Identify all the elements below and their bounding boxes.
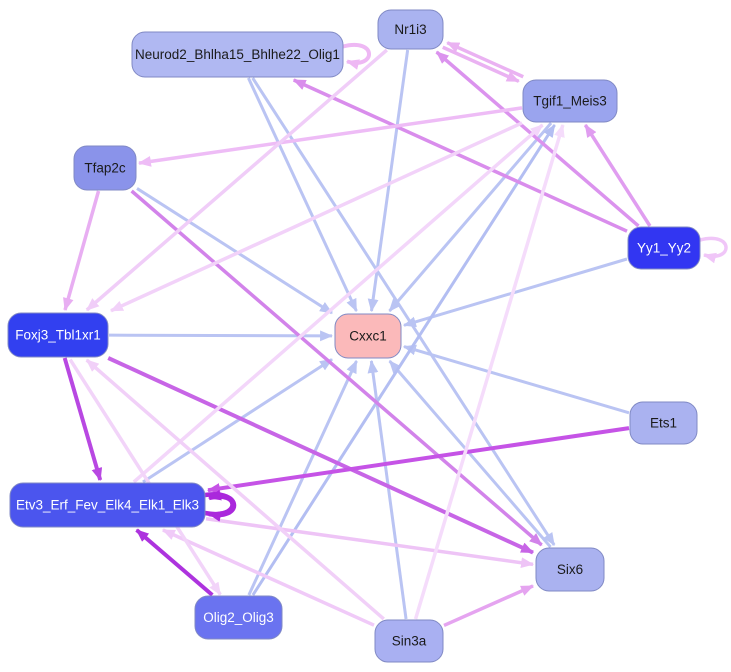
node-etv3[interactable]: Etv3_Erf_Fev_Elk4_Elk1_Elk3 [9,482,206,528]
edge-sin3a-to-six6 [443,584,534,628]
node-ets1[interactable]: Ets1 [629,401,698,445]
node-yy1[interactable]: Yy1_Yy2 [627,226,701,270]
edge-yy1-to-neurod2 [292,78,628,233]
node-olig2[interactable]: Olig2_Olig3 [194,595,283,640]
self-loop-etv3 [204,492,237,522]
edge-sin3a-to-foxj3 [85,358,385,621]
edge-six6-to-cxxc1 [388,360,552,548]
node-box-sin3a[interactable] [374,619,444,663]
edge-foxj3-to-olig2 [68,358,222,596]
node-label-yy1: Yy1_Yy2 [637,241,691,256]
node-label-etv3: Etv3_Erf_Fev_Elk4_Elk1_Elk3 [16,498,199,513]
edge-foxj3-to-six6 [107,356,534,555]
edge-etv3-to-tgif1 [132,123,544,484]
edge-sin3a-to-tgif1 [413,123,565,620]
edge-nr1i3-to-foxj3 [85,48,388,312]
node-six6[interactable]: Six6 [535,547,605,592]
node-box-six6[interactable] [535,547,605,592]
node-tfap2c[interactable]: Tfap2c [73,145,137,191]
edge-layer [62,41,728,628]
node-label-olig2: Olig2_Olig3 [203,610,274,625]
node-layer: Nr1i3Neurod2_Bhlha15_Bhlhe22_Olig1Tgif1_… [7,9,701,663]
node-label-ets1: Ets1 [650,416,677,431]
node-label-tgif1: Tgif1_Meis3 [533,94,607,109]
node-neurod2[interactable]: Neurod2_Bhlha15_Bhlhe22_Olig1 [131,31,344,78]
node-box-nr1i3[interactable] [377,9,444,50]
node-label-six6: Six6 [557,562,583,577]
node-box-tfap2c[interactable] [73,145,137,191]
edge-tgif1-to-tfap2c [137,106,523,167]
edge-foxj3-to-cxxc1 [108,330,334,342]
edge-foxj3-to-etv3 [62,357,103,482]
edge-tgif1-to-foxj3 [110,121,523,313]
edge-yy1-to-tgif1 [583,124,652,227]
node-label-neurod2: Neurod2_Bhlha15_Bhlhe22_Olig1 [135,47,340,62]
edge-ets1-to-cxxc1 [402,344,630,415]
edge-etv3-to-six6 [205,517,535,569]
self-loop-neurod2 [342,42,371,70]
edge-tfap2c-to-foxj3 [63,190,101,312]
node-box-foxj3[interactable] [7,312,109,358]
node-label-foxj3: Foxj3_Tbl1xr1 [15,328,101,343]
node-box-cxxc1[interactable] [334,313,402,359]
edge-etv3-to-cxxc1 [142,358,333,484]
node-tgif1[interactable]: Tgif1_Meis3 [522,79,618,123]
node-box-olig2[interactable] [194,595,283,640]
edge-tgif1-to-cxxc1 [388,122,553,312]
edge-tfap2c-to-cxxc1 [136,187,333,315]
edge-olig2-to-tgif1 [251,124,556,596]
node-box-tgif1[interactable] [522,79,618,123]
edge-neurod2-to-six6 [251,77,556,546]
node-sin3a[interactable]: Sin3a [374,619,444,663]
edge-neurod2-to-cxxc1 [247,77,358,312]
edge-yy1-to-cxxc1 [402,257,628,328]
edge-olig2-to-etv3 [135,528,214,597]
node-box-ets1[interactable] [629,401,698,445]
edge-yy1-to-nr1i3 [435,50,640,228]
edge-tfap2c-to-six6 [130,189,543,547]
edge-ets1-to-etv3 [206,426,630,494]
edge-tgif1-to-nr1i3 [446,41,524,79]
node-label-tfap2c: Tfap2c [84,161,126,176]
node-foxj3[interactable]: Foxj3_Tbl1xr1 [7,312,109,358]
node-cxxc1[interactable]: Cxxc1 [334,313,402,359]
self-loop-yy1 [699,236,728,264]
node-label-sin3a: Sin3a [392,634,427,649]
edge-sin3a-to-etv3 [161,528,375,627]
node-box-etv3[interactable] [9,482,206,528]
edge-nr1i3-to-tgif1 [442,45,520,83]
node-label-nr1i3: Nr1i3 [394,22,426,37]
node-nr1i3[interactable]: Nr1i3 [377,9,444,50]
node-box-neurod2[interactable] [131,31,344,78]
node-box-yy1[interactable] [627,226,701,270]
node-label-cxxc1: Cxxc1 [349,329,387,344]
